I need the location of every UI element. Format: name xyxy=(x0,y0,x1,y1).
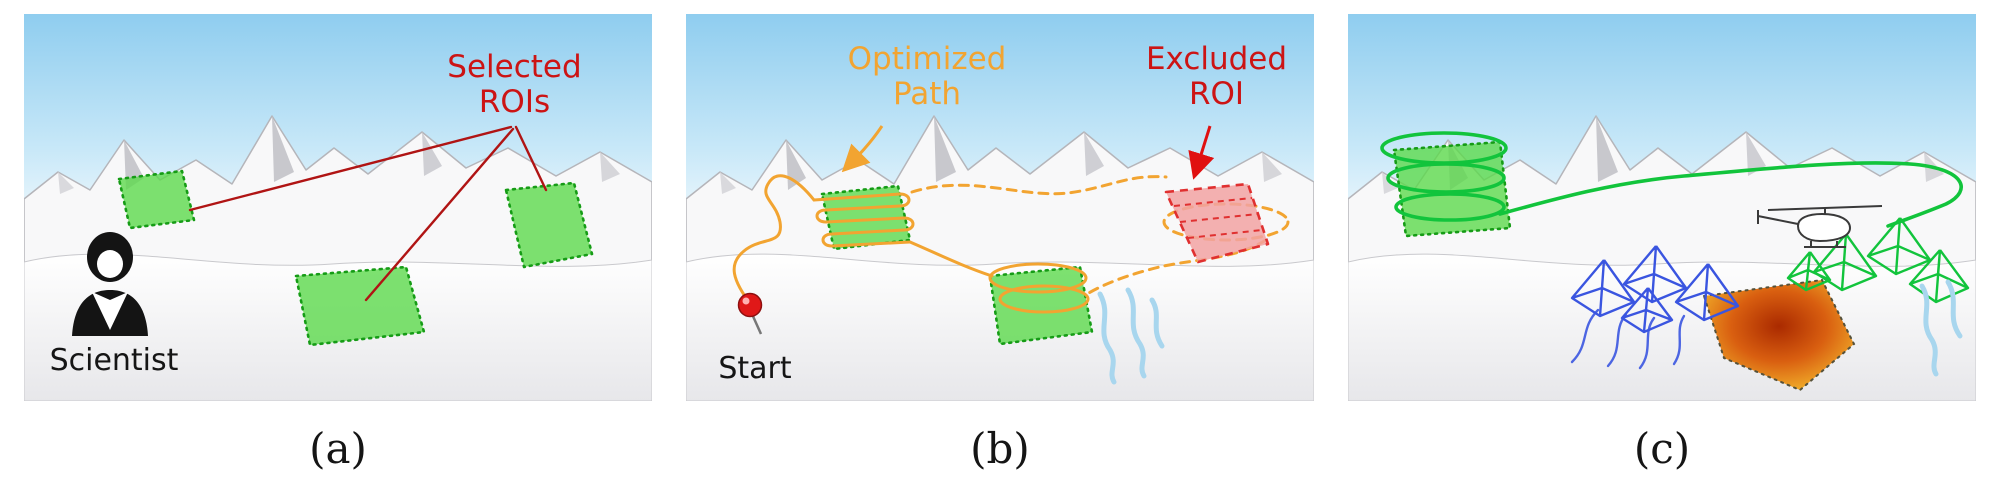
helicopter-icon xyxy=(1757,205,1883,248)
stream-lines xyxy=(1097,287,1165,385)
panel-c-mountain-scene xyxy=(1348,14,1976,401)
excluded-roi-patch xyxy=(1164,182,1270,264)
heatmap-patch xyxy=(1702,278,1856,392)
scientist-label: Scientist xyxy=(49,343,179,378)
roi-patch xyxy=(294,265,426,347)
caption-c: (c) xyxy=(1633,424,1691,473)
roi-patch xyxy=(988,265,1094,346)
roi-patch xyxy=(117,169,196,230)
panel-a-mountain-scene xyxy=(24,14,652,401)
camera-frustums-blue xyxy=(1570,245,1740,334)
panel-a: Selected ROIs Scientist xyxy=(24,14,652,401)
optimized-path-solid xyxy=(732,174,1090,314)
excluded-roi-label: Excluded ROI xyxy=(1145,41,1288,112)
wind-streamlines xyxy=(1570,308,1686,370)
scientist-icon xyxy=(72,232,148,336)
selected-roi-pointer-lines xyxy=(188,125,548,302)
caption-a: (a) xyxy=(309,424,367,473)
panel-c xyxy=(1348,14,1976,401)
selected-roi-patches xyxy=(117,169,594,347)
stream-lines xyxy=(1919,279,1963,377)
roi-patch xyxy=(504,181,594,269)
panel-b: Optimized Path Excluded ROI Start xyxy=(686,14,1314,401)
selected-rois-label: Selected ROIs xyxy=(447,49,582,120)
start-pin-icon xyxy=(737,292,763,335)
optimized-path-label: Optimized Path xyxy=(847,41,1007,112)
optimized-path-arrow xyxy=(841,125,884,173)
lawnmower-pattern xyxy=(812,192,915,248)
panel-b-mountain-scene xyxy=(686,14,1314,401)
survey-coil-path xyxy=(1380,131,1508,222)
survey-path xyxy=(1498,161,1963,228)
caption-b: (b) xyxy=(970,424,1030,473)
excluded-roi-arrow xyxy=(1188,125,1215,180)
start-label: Start xyxy=(718,351,792,386)
